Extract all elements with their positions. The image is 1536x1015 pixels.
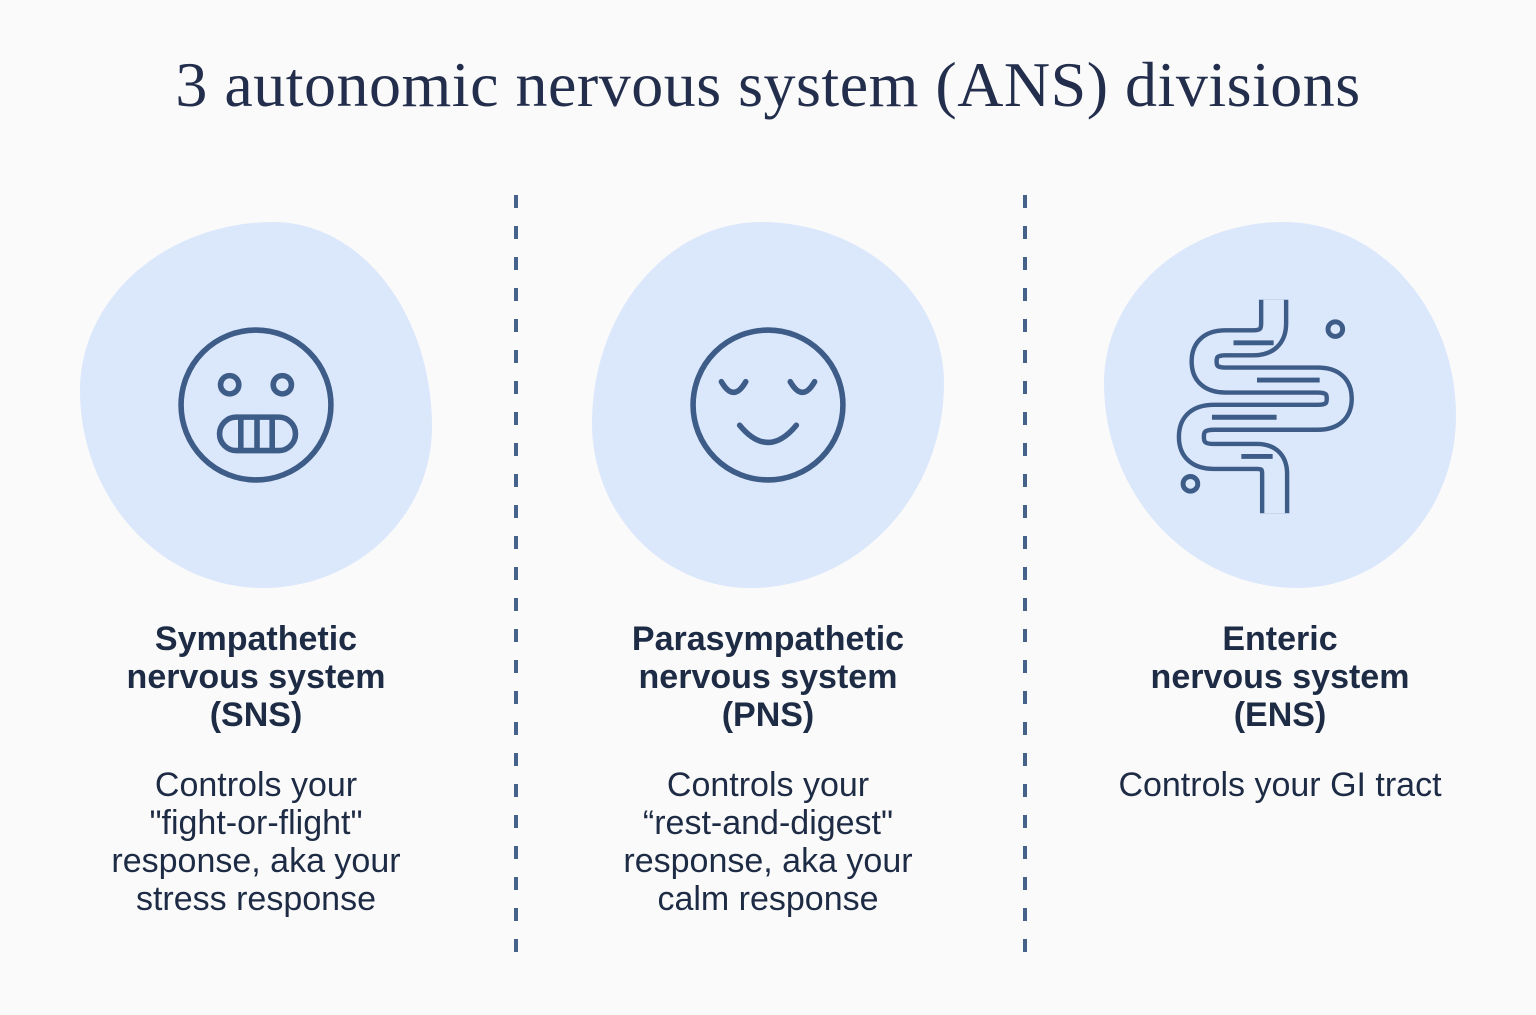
heading-sns: Sympathetic nervous system (SNS) — [127, 620, 386, 734]
description-sns: Controls your "fight-or-flight" response… — [111, 766, 400, 918]
blob-shape-pns — [592, 222, 944, 588]
column-divider-right — [1023, 195, 1027, 965]
heading-pns: Parasympathetic nervous system (PNS) — [632, 620, 904, 734]
heading-line: Enteric — [1222, 620, 1338, 658]
column-parasympathetic: Parasympathetic nervous system (PNS) Con… — [512, 222, 1024, 918]
heading-line: (ENS) — [1233, 696, 1327, 734]
grimace-face-icon — [178, 327, 334, 483]
calm-face-icon — [690, 327, 846, 483]
heading-line: (PNS) — [721, 696, 815, 734]
blob-shape-ens — [1104, 222, 1456, 588]
heading-line: Sympathetic — [154, 620, 358, 658]
description-line: response, aka your — [623, 842, 913, 880]
description-line: response, aka your — [111, 842, 401, 880]
intestines-icon — [1176, 299, 1354, 513]
description-line: Controls your — [154, 766, 358, 804]
heading-line: nervous system — [638, 658, 898, 696]
description-line: Controls your GI tract — [1118, 766, 1442, 804]
column-divider-left — [514, 195, 518, 965]
heading-line: (SNS) — [209, 696, 303, 734]
heading-ens: Enteric nervous system (ENS) — [1151, 620, 1410, 734]
description-line: Controls your — [666, 766, 870, 804]
blob-shape-sns — [80, 222, 432, 588]
columns-row: Sympathetic nervous system (SNS) Control… — [0, 222, 1536, 918]
description-line: calm response — [657, 880, 879, 918]
description-pns: Controls your “rest-and-digest" response… — [623, 766, 912, 918]
heading-line: Parasympathetic — [631, 620, 905, 658]
column-enteric: Enteric nervous system (ENS) Controls yo… — [1024, 222, 1536, 918]
description-ens: Controls your GI tract — [1118, 766, 1441, 804]
description-line: “rest-and-digest" — [642, 804, 894, 842]
page-title: 3 autonomic nervous system (ANS) divisio… — [175, 49, 1361, 120]
heading-line: nervous system — [126, 658, 386, 696]
description-line: "fight-or-flight" — [149, 804, 363, 842]
description-line: stress response — [135, 880, 376, 918]
column-sympathetic: Sympathetic nervous system (SNS) Control… — [0, 222, 512, 918]
heading-line: nervous system — [1150, 658, 1410, 696]
